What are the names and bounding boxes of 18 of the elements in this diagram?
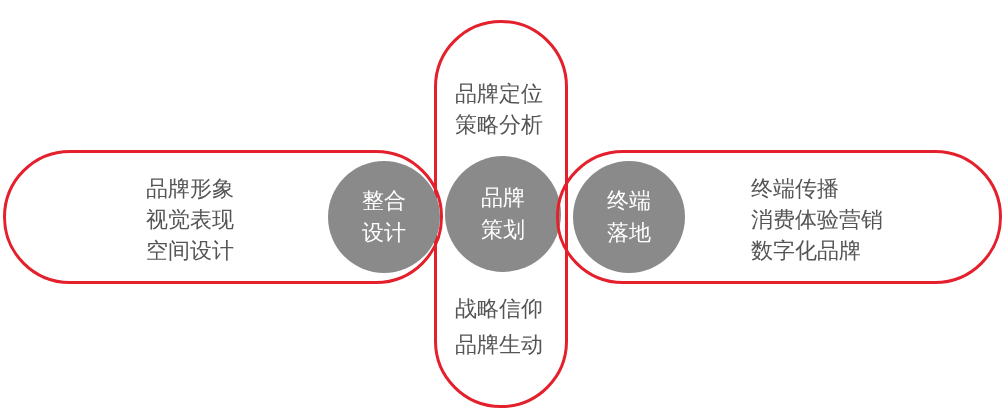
circle-node <box>328 161 440 273</box>
circle-label: 整合设计 <box>361 187 407 247</box>
pill-text: 品牌定位 <box>455 80 543 108</box>
pill-text: 品牌生动 <box>455 331 543 359</box>
pill-text: 数字化品牌 <box>751 237 861 265</box>
circle-label: 品牌策划 <box>480 184 526 244</box>
rounded-pill <box>434 20 568 408</box>
circle-node <box>573 161 685 273</box>
pill-text: 策略分析 <box>455 111 543 139</box>
pill-text: 消费体验营销 <box>751 206 883 234</box>
rounded-pill <box>3 150 443 284</box>
pill-text: 品牌形象 <box>146 175 234 203</box>
pill-text: 空间设计 <box>146 237 234 265</box>
pill-text: 终端传播 <box>751 175 839 203</box>
pill-text: 战略信仰 <box>455 295 543 323</box>
pill-text: 视觉表现 <box>146 206 234 234</box>
rounded-pill <box>556 150 1002 284</box>
circle-label: 终端落地 <box>606 187 652 247</box>
